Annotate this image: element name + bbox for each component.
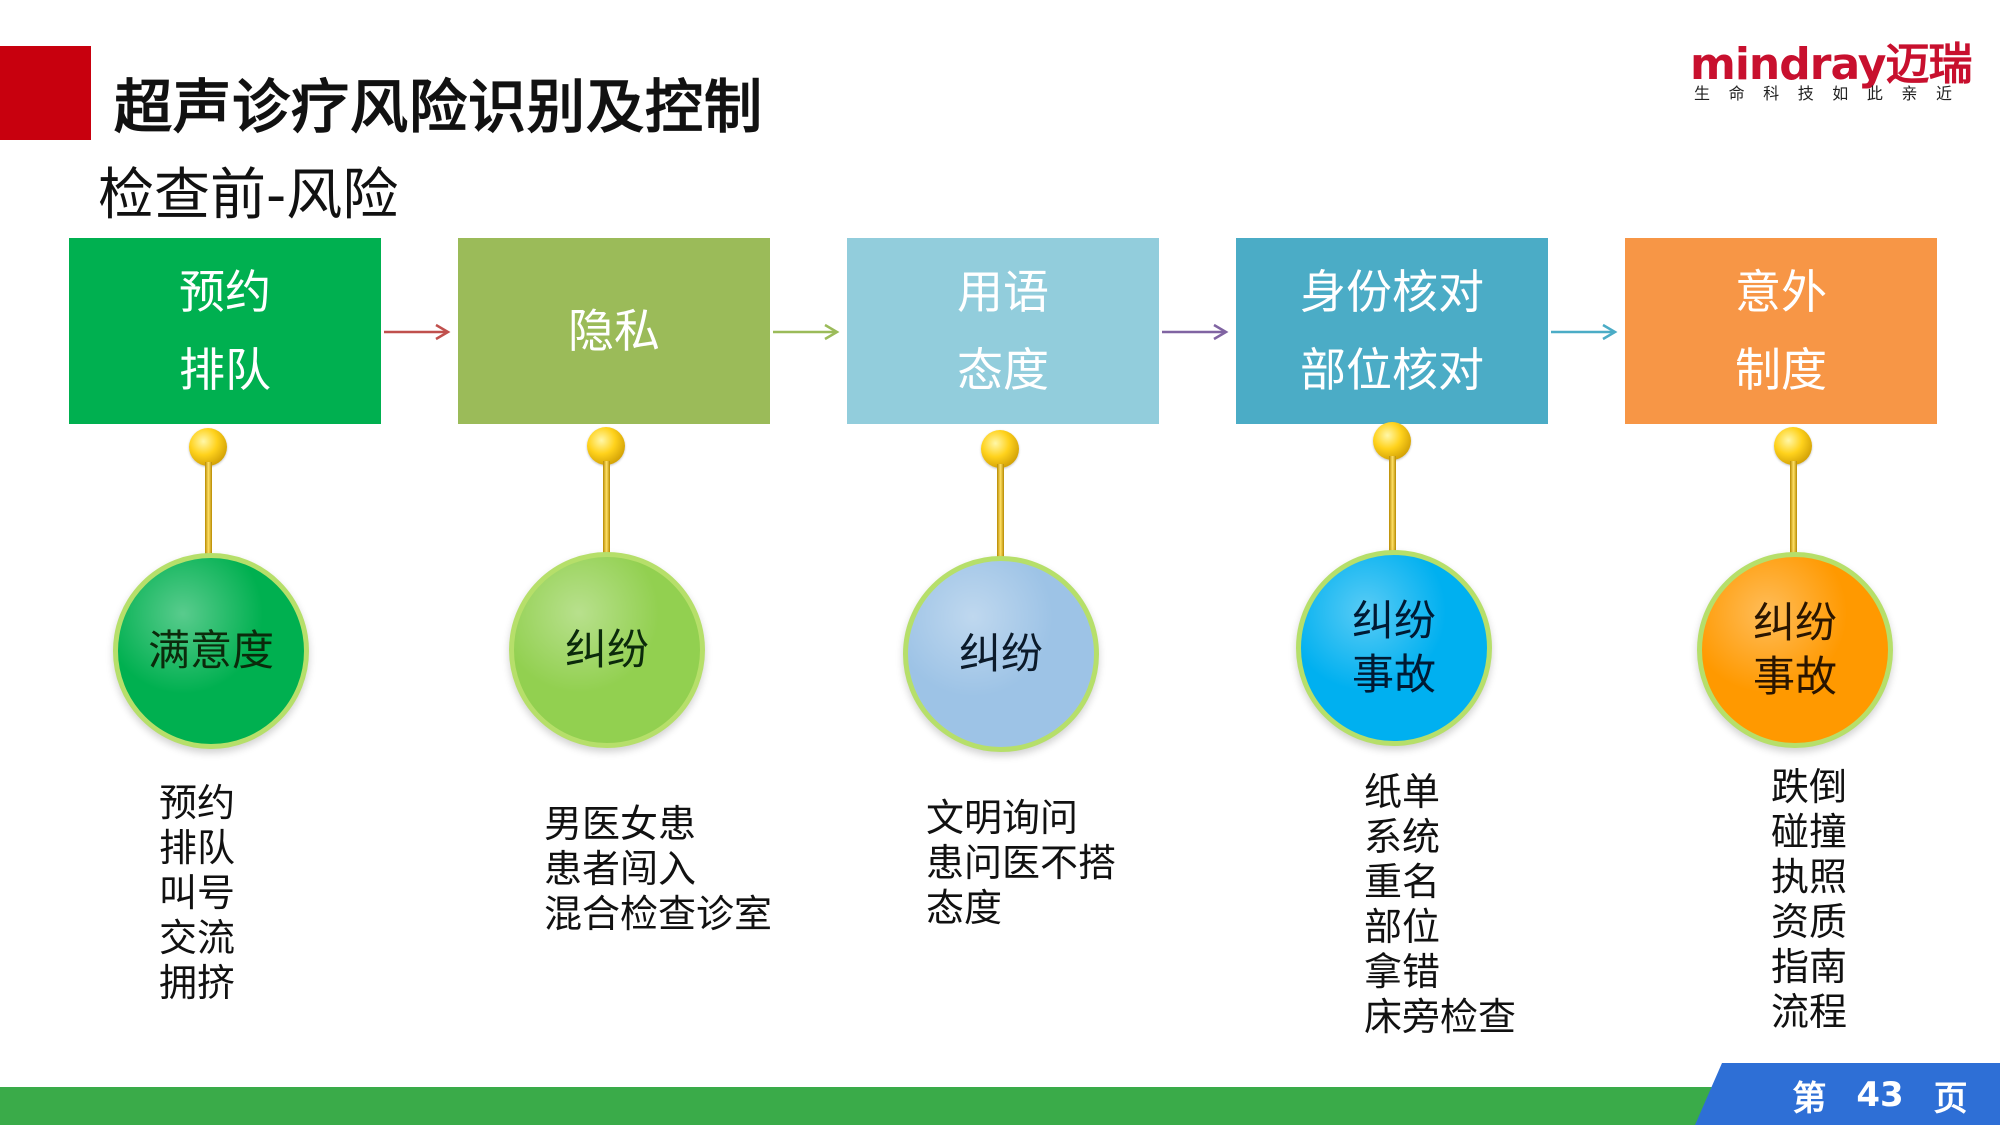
- risk-label: 满意度: [147, 626, 274, 675]
- stage-label: 用语: [957, 265, 1049, 319]
- detail-list-accident: 跌倒 碰撞 执照 资质 指南 流程: [1771, 765, 1847, 1035]
- title-accent-bar: [0, 46, 91, 140]
- risk-label: 事故: [1351, 650, 1436, 699]
- logo-slogan-char: 如: [1832, 84, 1849, 103]
- pin-stick: [1790, 461, 1797, 556]
- detail-item: 拿错: [1364, 950, 1441, 994]
- detail-item: 交流: [159, 916, 236, 960]
- stage-label: 态度: [957, 343, 1049, 397]
- connector-arrow: [1551, 323, 1618, 341]
- stage-box-accident: 意外 制度: [1625, 238, 1937, 424]
- page-suffix: 页: [1933, 1078, 1968, 1119]
- detail-item: 重名: [1364, 860, 1441, 904]
- logo-slogan: 生 命 科 技 如 此 亲 近: [1694, 80, 1952, 104]
- page-number-value: 43: [1856, 1075, 1904, 1115]
- detail-item: 跌倒: [1771, 765, 1848, 809]
- risk-label: 事故: [1752, 652, 1837, 701]
- detail-list-language: 文明询问 患问医不搭 态度: [926, 796, 1116, 931]
- logo-slogan-char: 亲: [1901, 84, 1918, 103]
- stage-label: 隐私: [568, 304, 660, 358]
- pin-knob: [981, 430, 1019, 468]
- logo-slogan-char: 生: [1694, 84, 1711, 103]
- risk-label: 纠纷: [564, 625, 649, 674]
- page-number-tab: [1695, 1063, 2000, 1125]
- pin-stick: [997, 464, 1004, 558]
- logo-slogan-char: 科: [1763, 84, 1780, 103]
- detail-item: 男医女患: [544, 802, 697, 846]
- detail-item: 态度: [926, 886, 1003, 930]
- risk-circle-dispute: 纠纷: [903, 556, 1099, 752]
- page-tab-shape: [1695, 1063, 2000, 1125]
- risk-circle-dispute: 纠纷: [509, 552, 705, 748]
- stage-box-identity-check: 身份核对 部位核对: [1236, 238, 1548, 424]
- detail-item: 叫号: [159, 871, 236, 915]
- pin-stick: [603, 461, 610, 553]
- page-title: 超声诊疗风险识别及控制: [114, 73, 764, 141]
- stage-label: 身份核对: [1300, 265, 1484, 319]
- logo-slogan-char: 近: [1935, 84, 1952, 103]
- logo-slogan-char: 此: [1866, 84, 1883, 103]
- logo-wordmark: mindray迈瑞: [1690, 39, 1972, 90]
- detail-item: 患问医不搭: [926, 841, 1117, 885]
- detail-item: 混合检查诊室: [544, 892, 773, 936]
- stage-label: 意外: [1735, 265, 1827, 319]
- page-number: 第 43 页: [1760, 1070, 2000, 1120]
- detail-item: 系统: [1364, 815, 1441, 859]
- detail-item: 指南: [1771, 945, 1848, 989]
- stage-label: 预约: [179, 265, 271, 319]
- logo-slogan-char: 命: [1728, 84, 1745, 103]
- risk-circle-dispute-accident: 纠纷 事故: [1697, 552, 1893, 748]
- detail-list-privacy: 男医女患 患者闯入 混合检查诊室: [544, 802, 772, 937]
- logo-slogan-char: 技: [1797, 84, 1814, 103]
- detail-item: 床旁检查: [1364, 995, 1517, 1039]
- detail-item: 患者闯入: [544, 847, 697, 891]
- stage-label: 制度: [1735, 343, 1827, 397]
- detail-item: 预约: [159, 781, 236, 825]
- stage-label: 部位核对: [1300, 343, 1484, 397]
- detail-list-appointment: 预约 排队 叫号 交流 拥挤: [159, 781, 235, 1006]
- connector-arrow: [384, 323, 451, 341]
- stage-box-privacy: 隐私: [458, 238, 770, 424]
- risk-label: 纠纷: [1752, 598, 1837, 647]
- detail-item: 拥挤: [159, 961, 236, 1005]
- stage-box-appointment: 预约 排队: [69, 238, 381, 424]
- detail-item: 资质: [1771, 900, 1848, 944]
- footer-bar: [0, 1087, 2000, 1125]
- detail-list-identity-check: 纸单 系统 重名 部位 拿错 床旁检查: [1364, 770, 1516, 1040]
- mindray-logo: mindray迈瑞 生 命 科 技 如 此 亲 近: [1690, 28, 1972, 104]
- risk-circle-dispute-accident: 纠纷 事故: [1296, 550, 1492, 746]
- page-subtitle: 检查前-风险: [98, 163, 399, 228]
- risk-circle-satisfaction: 满意度: [113, 553, 309, 749]
- detail-item: 部位: [1364, 905, 1441, 949]
- detail-item: 碰撞: [1771, 810, 1848, 854]
- page-prefix: 第: [1792, 1078, 1827, 1119]
- pin-knob: [1373, 422, 1411, 460]
- pin-stick: [205, 462, 212, 554]
- risk-label: 纠纷: [1351, 596, 1436, 645]
- detail-item: 排队: [159, 826, 236, 870]
- pin-knob: [1774, 427, 1812, 465]
- connector-arrow: [773, 323, 840, 341]
- pin-stick: [1389, 456, 1396, 552]
- detail-item: 流程: [1771, 990, 1848, 1034]
- stage-box-language: 用语 态度: [847, 238, 1159, 424]
- pin-knob: [189, 428, 227, 466]
- risk-label: 纠纷: [958, 629, 1043, 678]
- detail-item: 执照: [1771, 855, 1848, 899]
- stage-label: 排队: [179, 343, 271, 397]
- detail-item: 纸单: [1364, 770, 1441, 814]
- connector-arrow: [1162, 323, 1229, 341]
- pin-knob: [587, 427, 625, 465]
- detail-item: 文明询问: [926, 796, 1079, 840]
